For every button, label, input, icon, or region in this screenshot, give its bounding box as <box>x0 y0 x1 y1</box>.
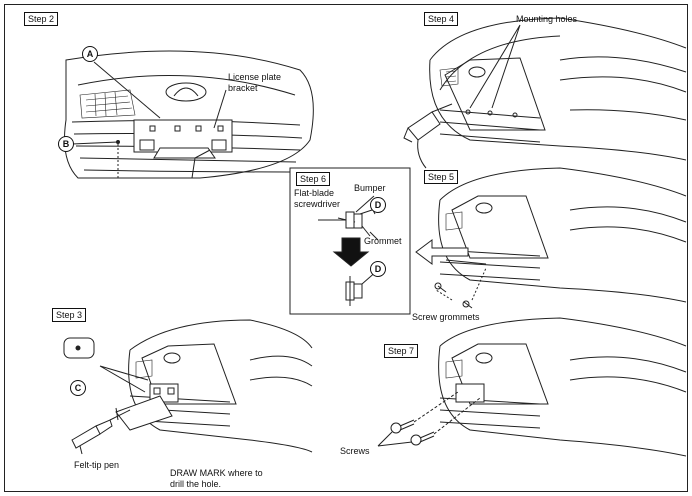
felt-tip-pen-label: Felt-tip pen <box>74 460 119 471</box>
step4-label: Step 4 <box>424 12 458 26</box>
mounting-holes-label: Mounting holes <box>516 14 577 25</box>
flat-blade-label-line1: Flat-blade <box>294 188 334 199</box>
step4-drawing <box>404 18 686 168</box>
license-plate-label-line1: License plate <box>228 72 281 83</box>
step2-bumper-drawing <box>65 51 314 178</box>
license-plate-bracket <box>134 120 232 152</box>
callout-d-top: D <box>370 197 386 213</box>
draw-mark-label-line1: DRAW MARK where to <box>170 468 263 479</box>
bumper-label: Bumper <box>354 183 386 194</box>
grommet-label: Grommet <box>364 236 402 247</box>
felt-tip-pen-icon <box>72 426 100 448</box>
draw-mark-label-line2: drill the hole. <box>170 479 221 490</box>
emblem-icon <box>166 83 206 101</box>
callout-c: C <box>70 380 86 396</box>
flat-blade-label-line2: screwdriver <box>294 199 340 210</box>
screw-icon <box>391 420 414 433</box>
arrow-left-icon <box>416 240 468 264</box>
step7-label: Step 7 <box>384 344 418 358</box>
screw-icon <box>411 432 434 445</box>
screw-grommets-label: Screw grommets <box>412 312 480 323</box>
callout-d-bottom: D <box>370 261 386 277</box>
callout-a: A <box>82 46 98 62</box>
drill-icon <box>408 112 440 140</box>
step5-label: Step 5 <box>424 170 458 184</box>
step3-label: Step 3 <box>52 308 86 322</box>
step7-drawing <box>378 318 686 456</box>
step5-drawing <box>416 168 686 308</box>
step6-label: Step 6 <box>296 172 330 186</box>
step3-drawing <box>64 320 312 454</box>
step2-label: Step 2 <box>24 12 58 26</box>
callout-b: B <box>58 136 74 152</box>
screws-label: Screws <box>340 446 370 457</box>
license-plate-label-line2: bracket <box>228 83 258 94</box>
